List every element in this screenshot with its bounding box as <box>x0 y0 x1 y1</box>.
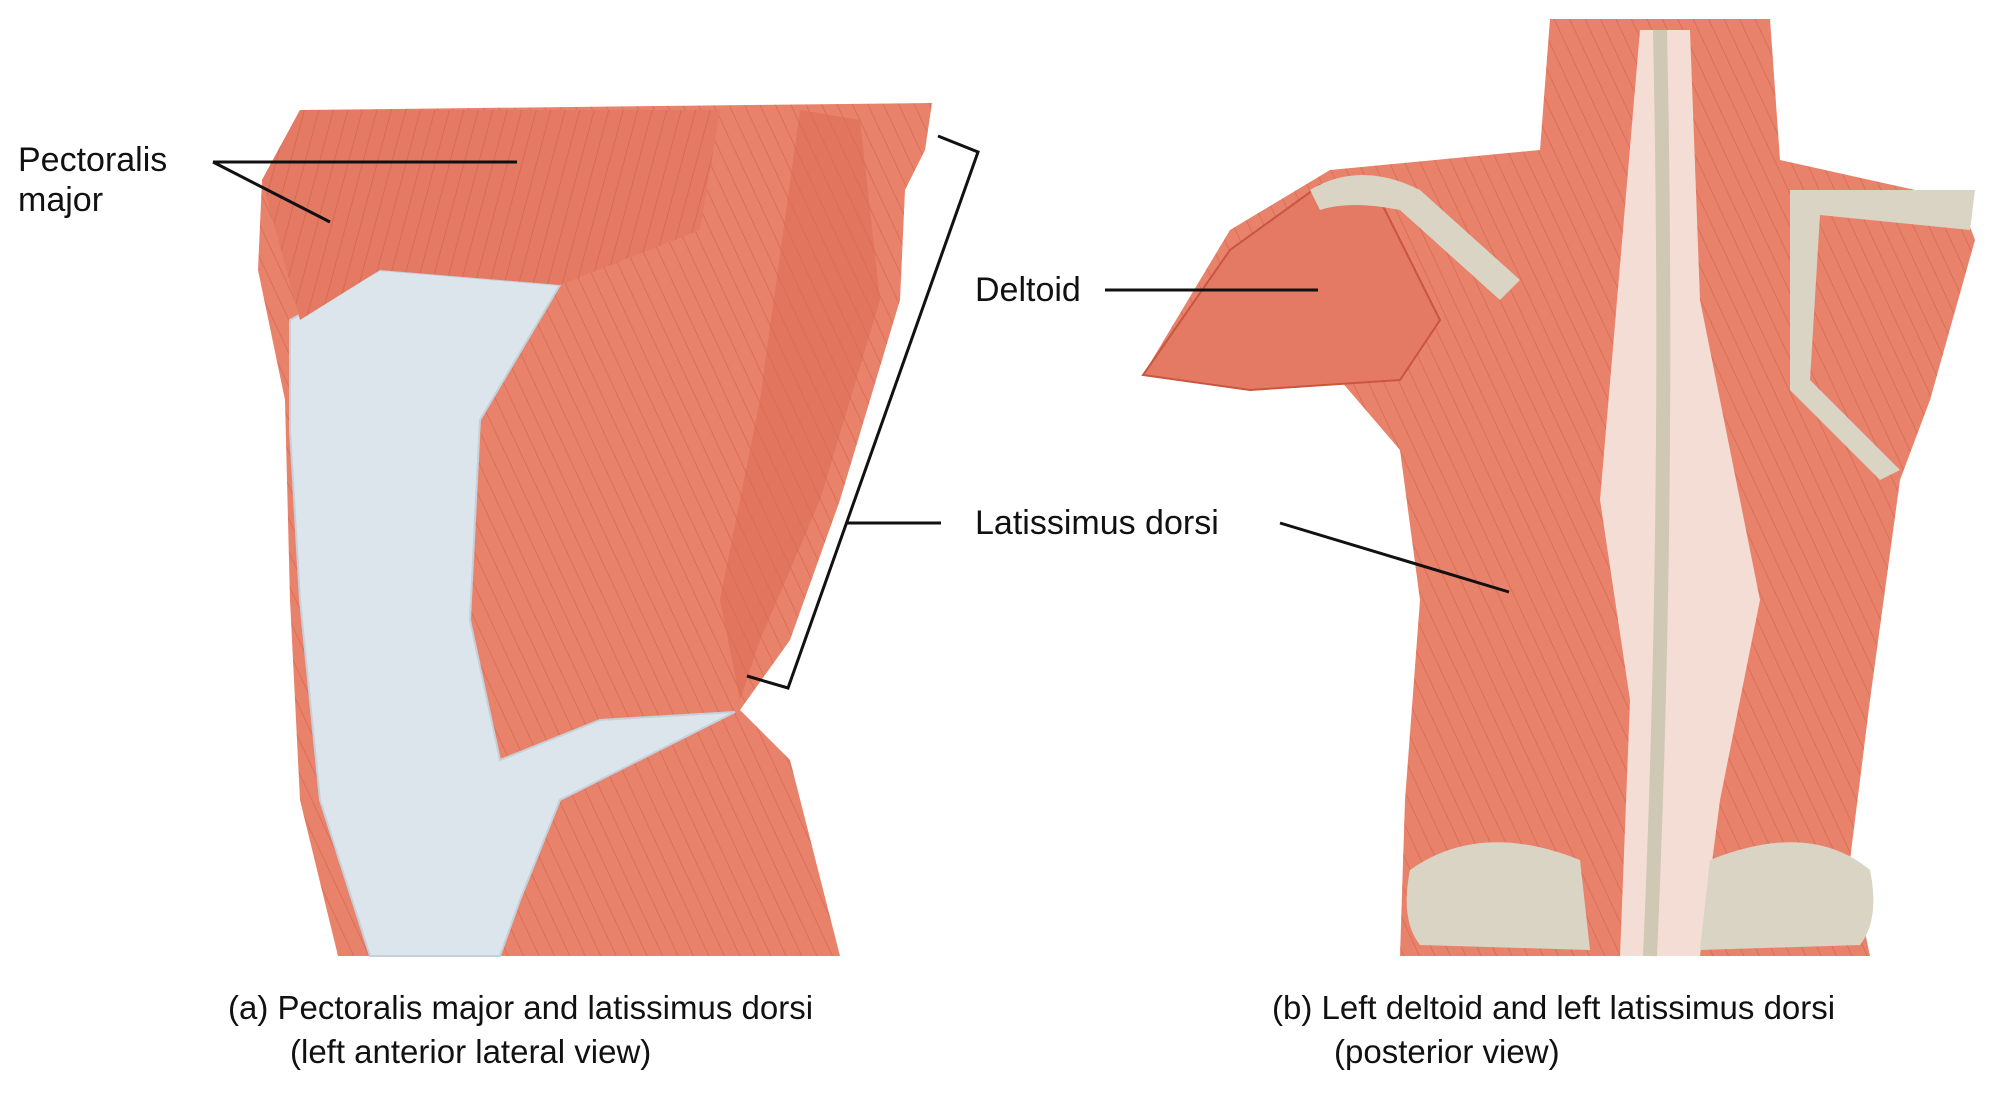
spine-fascia <box>1600 30 1760 956</box>
leader-lines <box>212 134 1510 690</box>
pectoralis-major-label: Pectoralis major <box>18 140 167 220</box>
pectoralis-label-line2: major <box>18 181 104 219</box>
deltoid-label: Deltoid <box>975 271 1081 309</box>
right-pelvis <box>1700 842 1874 950</box>
caption-a-line1: (a) Pectoralis major and latissimus dors… <box>228 989 814 1026</box>
latissimus-bracket <box>746 134 980 690</box>
deltoid-shape <box>1141 183 1442 392</box>
scapula-spine <box>1310 175 1520 300</box>
figure-a-anterior-lateral-torso <box>258 103 932 957</box>
caption-b-line1: (b) Left deltoid and left latissimus dor… <box>1272 989 1836 1026</box>
caption-a-line2: (left anterior lateral view) <box>290 1033 652 1070</box>
right-scapula <box>1790 190 1975 480</box>
caption-a: (a) Pectoralis major and latissimus dors… <box>228 986 813 1074</box>
latissimus-dorsi-label: Latissimus dorsi <box>975 504 1219 542</box>
caption-b-line2: (posterior view) <box>1334 1033 1560 1070</box>
spine <box>1643 29 1671 957</box>
latissimus-leader <box>1279 521 1510 594</box>
figure-b-posterior-back <box>1141 19 1975 957</box>
pectoralis-label-line1: Pectoralis <box>18 141 168 179</box>
abdominal-fascia <box>289 268 736 957</box>
pectoralis-leader-2 <box>212 160 331 224</box>
caption-b: (b) Left deltoid and left latissimus dor… <box>1272 986 1835 1074</box>
left-pelvis <box>1406 842 1590 950</box>
